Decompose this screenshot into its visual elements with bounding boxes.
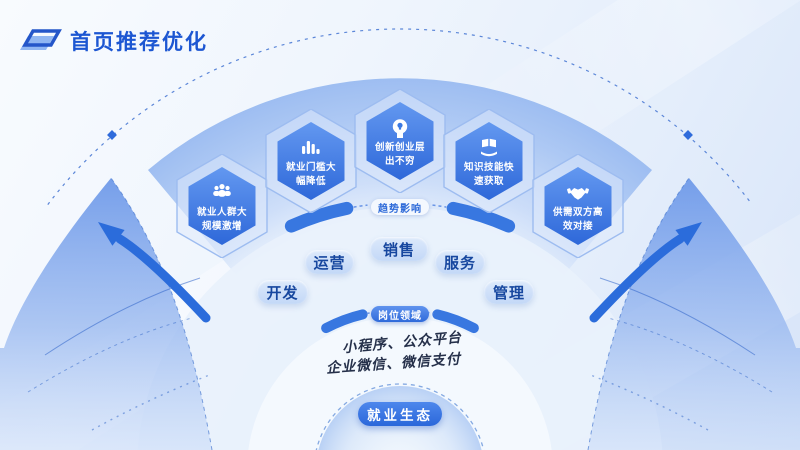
people-group-icon [213,184,231,197]
light-streak [435,0,800,203]
trend-connector-left [353,204,368,208]
hexagon-item-innovation: 创新创业层 出不穷 [354,89,446,193]
hexagon-label: 效对接 [562,221,593,232]
inner-disc [248,317,552,450]
header: 首页推荐优化 [16,26,208,56]
employment-ecosystem-pill: 就业生态 [358,402,442,426]
innovation-idea-icon [392,119,408,138]
position-connector-left [366,311,374,315]
hexagon-label: 出不穷 [384,156,415,167]
position-arc-right [432,309,479,334]
job-pill-service: 服务 [435,250,485,274]
hexagon-label: 知识技能快 [463,162,514,173]
knowledge-book-icon [481,138,497,157]
hexagon-label: 就业人群大 [196,207,247,218]
trend-arc-left [284,201,354,233]
handshake-icon [567,188,589,200]
hexagon-item-skills: 知识技能快 速获取 [443,109,535,213]
job-pill-management: 管理 [484,280,534,304]
trend-connector-right [432,204,447,208]
hexagon-label: 创新创业层 [374,142,425,153]
hexagon-label: 幅降低 [295,176,326,187]
trend-arc-right [446,201,516,233]
hexagon-label: 供需双方高 [552,207,603,218]
position-domain-pill: 岗位领域 [371,306,429,322]
hexagon-item-employment-surge: 就业人群大 规模激增 [176,154,268,258]
job-pill-development: 开发 [257,280,308,304]
position-arc-left [321,309,368,334]
logo-icon [20,29,62,50]
hexagon-label: 速获取 [473,176,504,187]
up-left-arrow [98,222,211,323]
diamond-marker-left [107,130,117,140]
left-growth-wedge [0,177,213,450]
bar-chart-icon [302,141,320,154]
job-pill-operations: 运营 [305,250,354,274]
hexagon-item-lower-threshold: 就业门槛大 幅降低 [265,109,357,213]
page-title: 首页推荐优化 [70,31,208,54]
hexagon-label: 就业门槛大 [285,162,336,173]
right-growth-wedge [587,177,800,450]
job-pill-sales: 销售 [370,237,428,261]
hexagon-item-matching: 供需双方高 效对接 [532,154,624,258]
trend-impact-pill: 趋势影响 [371,199,429,215]
diamond-marker-right [683,130,693,140]
up-right-arrow [589,222,702,323]
hexagon-label: 规模激增 [201,221,242,232]
